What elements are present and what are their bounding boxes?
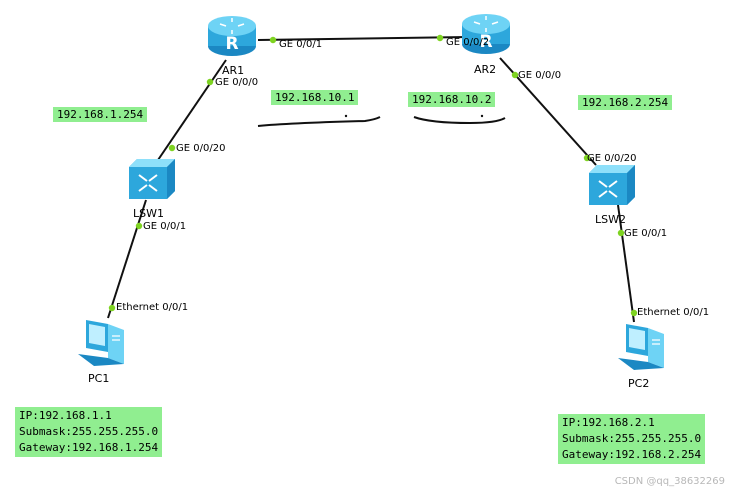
switch-icon[interactable] <box>587 163 637 207</box>
port-dot-ar2-ge000 <box>511 71 519 79</box>
port-label-pc2-eth: Ethernet 0/0/1 <box>637 307 710 318</box>
port-label-ar1-ge001: GE 0/0/1 <box>279 39 323 50</box>
port-dot-ar1-ge001 <box>269 36 277 44</box>
router-icon[interactable]: R <box>460 11 512 57</box>
ip-label-lan1-gateway: 192.168.1.254 <box>53 107 148 122</box>
port-dot-pc2-eth <box>630 309 638 317</box>
pc1-gateway: Gateway:192.168.1.254 <box>19 441 159 454</box>
lsw2-label: LSW2 <box>595 213 626 226</box>
pc2-mask: Submask:255.255.255.0 <box>562 432 702 445</box>
pc-icon[interactable] <box>614 322 666 374</box>
port-dot-pc1-eth <box>108 304 116 312</box>
lsw1-label: LSW1 <box>133 207 164 220</box>
svg-text:R: R <box>479 32 492 52</box>
svg-text:R: R <box>225 34 238 54</box>
link-ar1-ar2 <box>257 36 469 41</box>
pc1-mask: Submask:255.255.255.0 <box>19 425 159 438</box>
port-label-ar1-ge000: GE 0/0/0 <box>215 77 259 88</box>
port-dot-ar2-ge002 <box>436 34 444 42</box>
router-icon[interactable]: R <box>206 13 258 59</box>
pc2-gateway: Gateway:192.168.2.254 <box>562 448 702 461</box>
ip-label-link-ar2: 192.168.10.2 <box>408 92 496 107</box>
port-dot-lsw2-ge001 <box>617 229 625 237</box>
pc-icon[interactable] <box>74 318 126 370</box>
port-label-lsw1-ge0020: GE 0/0/20 <box>176 143 226 154</box>
ip-label-link-ar1: 192.168.10.1 <box>271 90 359 105</box>
port-dot-lsw2-ge0020 <box>583 154 591 162</box>
port-dot-ar1-ge000 <box>206 78 214 86</box>
pc1-ip: IP:192.168.1.1 <box>19 409 112 422</box>
ar2-label: AR2 <box>474 63 497 76</box>
handdrawn-dot-right <box>480 114 484 118</box>
pc1-label: PC1 <box>88 372 110 385</box>
switch-icon[interactable] <box>127 157 177 201</box>
port-label-lsw2-ge0020: GE 0/0/20 <box>587 153 637 164</box>
link-lsw1-pc1 <box>107 199 147 319</box>
port-label-lsw2-ge001: GE 0/0/1 <box>624 228 668 239</box>
pc2-label: PC2 <box>628 377 650 390</box>
pc1-config-box: IP:192.168.1.1 Submask:255.255.255.0 Gat… <box>15 407 163 457</box>
watermark: CSDN @qq_38632269 <box>614 476 725 487</box>
pc2-config-box: IP:192.168.2.1 Submask:255.255.255.0 Gat… <box>558 414 706 464</box>
port-label-pc1-eth: Ethernet 0/0/1 <box>116 302 189 313</box>
handdrawn-mark-right <box>413 116 506 125</box>
port-label-lsw1-ge001: GE 0/0/1 <box>143 221 187 232</box>
handdrawn-dot-left <box>344 114 348 118</box>
port-label-ar2-ge000: GE 0/0/0 <box>518 70 562 81</box>
ar1-label: AR1 <box>222 64 245 77</box>
handdrawn-mark-left <box>257 116 381 127</box>
pc2-ip: IP:192.168.2.1 <box>562 416 655 429</box>
ip-label-lan2-gateway: 192.168.2.254 <box>578 95 673 110</box>
port-dot-lsw1-ge0020 <box>168 144 176 152</box>
link-ar1-lsw1 <box>157 59 227 161</box>
link-lsw2-pc2 <box>617 204 635 323</box>
port-dot-lsw1-ge001 <box>135 222 143 230</box>
port-label-ar2-ge002: GE 0/0/2 <box>446 37 490 48</box>
